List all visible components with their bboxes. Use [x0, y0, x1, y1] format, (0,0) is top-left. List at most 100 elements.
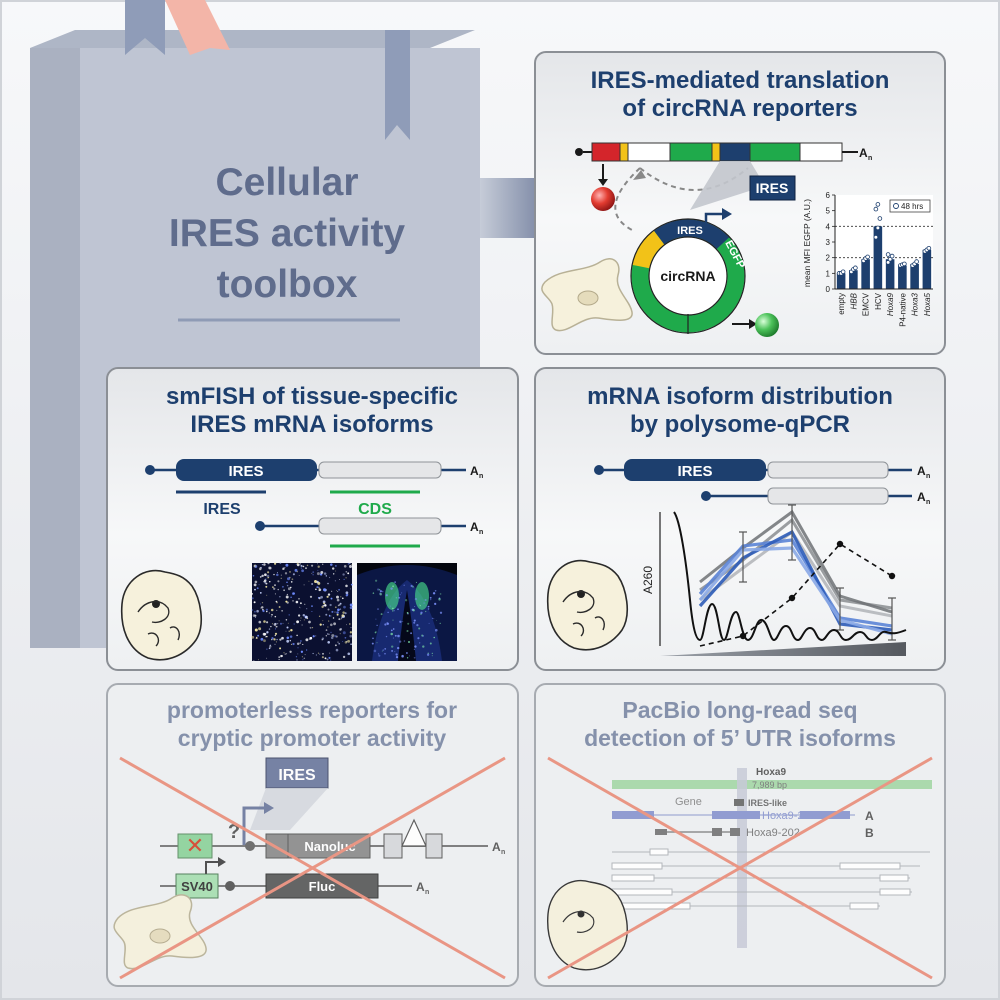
promoterless-sv40-label: SV40: [181, 879, 213, 894]
svg-text:✕: ✕: [186, 833, 204, 858]
pacbio-mark-b: B: [865, 826, 874, 840]
chart-ytick-label: 5: [826, 207, 831, 216]
chart-bar-emcv: [861, 259, 870, 289]
pacbio-gene-name: Hoxa9: [756, 767, 786, 778]
promoterless-polya2-a: A: [416, 880, 425, 894]
bookmark-grey: [125, 0, 165, 55]
book-title-line-1: Cellular: [215, 161, 358, 204]
promoterless-polya-n: n: [501, 849, 505, 856]
pacbio-mark-a: A: [865, 809, 874, 823]
ring-center-label: circRNA: [660, 268, 715, 284]
book-title-line-2: IRES activity: [169, 212, 406, 255]
chart-point: [926, 245, 932, 251]
smfish-polya-n: n: [479, 473, 483, 480]
panel-pacbio: PacBio long-read seq detection of 5’ UTR…: [534, 683, 946, 987]
chart-bar-empty: [836, 273, 846, 289]
chart-ytick-label: 1: [826, 269, 831, 278]
chart-xtick-label: Hoxa3: [911, 292, 920, 316]
panel-circrna-title-1: IRES-mediated translation: [591, 67, 890, 94]
chart-point: [889, 253, 895, 259]
chart-point: [873, 206, 879, 212]
chart-point: [887, 256, 893, 262]
panel-polysome-title-1: mRNA isoform distribution: [587, 383, 893, 410]
smfish-ires-box-label: IRES: [228, 463, 263, 480]
chart-ytick-label: 2: [826, 254, 831, 263]
chart-xtick-label: HCV: [874, 292, 883, 310]
pacbio-gene-length: 7,989 bp: [752, 780, 787, 790]
chart-xtick-label: HBB: [849, 292, 858, 309]
chart-ytick-label: 0: [826, 285, 831, 294]
promoterless-fluc-label: Fluc: [309, 879, 336, 894]
smfish-polya-a: A: [470, 464, 479, 478]
chart-point: [853, 265, 858, 271]
promoterless-ires-label: IRES: [278, 767, 316, 784]
panel-promoterless-title-2: cryptic promoter activity: [178, 725, 447, 751]
red-protein-ball: [591, 187, 615, 211]
embryo-icon-2: [546, 559, 629, 651]
smfish-micrograph-left: [251, 562, 353, 661]
circ-polya-n: n: [868, 155, 872, 162]
bookmark-pink: [165, 0, 230, 55]
panel-circrna-title-2: of circRNA reporters: [622, 95, 857, 122]
chart-bar-hoxa3: [910, 263, 919, 289]
smfish-micrograph-right: [357, 563, 457, 661]
polysome-polya-a: A: [917, 464, 926, 478]
chart-ylabel: mean MFI EGFP (A.U.): [802, 199, 812, 287]
panel-circrna: IRES-mediated translation of circRNA rep…: [534, 51, 946, 355]
polysome-polya2-n: n: [926, 499, 930, 506]
chart-point: [875, 225, 881, 231]
polysome-polya2-a: A: [917, 490, 926, 504]
pacbio-gene-label: Gene: [675, 796, 702, 808]
bookmark-ribbon: [385, 30, 410, 140]
panel-promoterless-title-1: promoterless reporters for: [167, 697, 457, 723]
chart-point: [885, 260, 891, 265]
circ-polya-a: A: [859, 146, 868, 160]
chart-bar-hbb: [849, 270, 858, 289]
chart-xtick-label: EMCV: [862, 292, 871, 316]
chart-point: [873, 235, 879, 240]
green-protein-ball: [755, 313, 779, 337]
chart-legend: 48 hrs: [901, 202, 923, 211]
promoterless-polya-a: A: [492, 840, 501, 854]
embryo-icon-1: [120, 569, 203, 661]
chart-point: [902, 261, 907, 267]
chart-point: [875, 202, 881, 207]
pacbio-isoform-b: Hoxa9-202: [746, 827, 800, 839]
chart-xtick-label: P4-native: [898, 292, 907, 326]
smfish-ires-probe-label: IRES: [203, 501, 241, 518]
panel-polysome-title-2: by polysome-qPCR: [630, 411, 850, 438]
chart-point: [877, 216, 883, 221]
panel-pacbio-title-2: detection of 5’ UTR isoforms: [584, 725, 896, 751]
chart-bar-hoxa9: [885, 259, 895, 289]
ring-ires-label: IRES: [677, 225, 703, 237]
chart-ytick-label: 4: [826, 222, 831, 231]
chart-point: [840, 269, 846, 275]
panel-promoterless: promoterless reporters for cryptic promo…: [106, 683, 519, 987]
chart-point: [885, 252, 891, 257]
smfish-polya2-a: A: [470, 520, 479, 534]
panel-smfish-title-1: smFISH of tissue-specific: [166, 383, 458, 410]
chart-bar-hoxa5: [922, 249, 932, 289]
chart-point: [865, 254, 870, 260]
polysome-profile-plot: A260: [641, 504, 907, 656]
chart-ytick-label: 6: [826, 191, 831, 200]
smfish-cds-probe-label: CDS: [358, 501, 392, 518]
panel-pacbio-title-1: PacBio long-read seq: [622, 697, 857, 723]
panel-smfish-title-2: IRES mRNA isoforms: [190, 411, 433, 438]
panel-smfish: smFISH of tissue-specific IRES mRNA isof…: [106, 367, 519, 671]
circ-ires-tag: IRES: [756, 180, 789, 196]
polysome-ylabel: A260: [641, 566, 655, 594]
chart-point: [914, 259, 919, 264]
panel-polysome: mRNA isoform distribution by polysome-qP…: [534, 367, 946, 671]
pacbio-ires-like: IRES-like: [748, 798, 787, 808]
pacbio-isoform-a: Hoxa9-201: [762, 810, 816, 822]
book-title-line-3: toolbox: [217, 263, 358, 306]
embryo-icon-3: [547, 880, 628, 971]
smfish-polya2-n: n: [479, 529, 483, 536]
chart-xtick-label: empty: [837, 293, 846, 315]
promoterless-polya2-n: n: [425, 889, 429, 896]
circrna-ring: IRES EGFP circRNA: [630, 218, 747, 334]
polysome-ires-box-label: IRES: [677, 463, 712, 480]
polysome-polya-n: n: [926, 473, 930, 480]
